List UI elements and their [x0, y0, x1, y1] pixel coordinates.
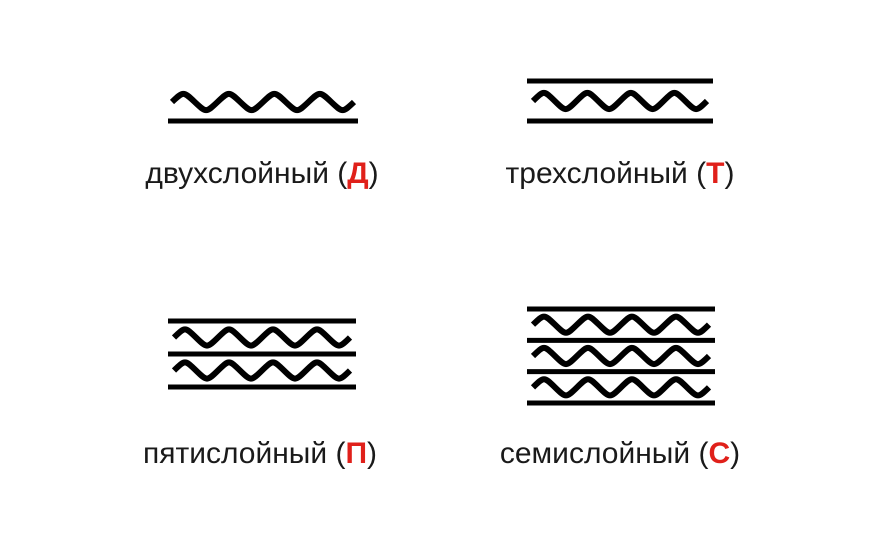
caption-name: пятислойный: [142, 437, 328, 470]
caption-three-layer: трехслойный (Т): [505, 157, 735, 190]
caption-code: Т: [706, 157, 725, 190]
flute-wave: [169, 90, 357, 114]
caption-name: семислойный: [499, 437, 691, 470]
flute-wave: [171, 326, 353, 349]
caption-name: двухслойный: [145, 157, 329, 190]
caption-seven-layer: семислойный (С): [499, 437, 741, 470]
seven-layer-cross-section: [527, 306, 715, 406]
two-layer-cross-section: [168, 90, 358, 124]
flute-wave: [530, 344, 712, 368]
five-layer-cross-section: [168, 318, 356, 390]
caption-code: С: [708, 437, 731, 470]
caption-two-layer: двухслойный (Д): [145, 157, 379, 190]
three-layer-cross-section: [527, 78, 713, 124]
caption-name: трехслойный: [505, 157, 688, 190]
flute-wave: [530, 89, 710, 113]
caption-five-layer: пятислойный (П): [142, 437, 378, 470]
caption-code: Д: [347, 157, 369, 190]
caption-code: П: [345, 437, 368, 470]
flute-wave: [530, 313, 712, 336]
flute-wave: [530, 376, 712, 399]
flute-wave: [171, 359, 353, 382]
